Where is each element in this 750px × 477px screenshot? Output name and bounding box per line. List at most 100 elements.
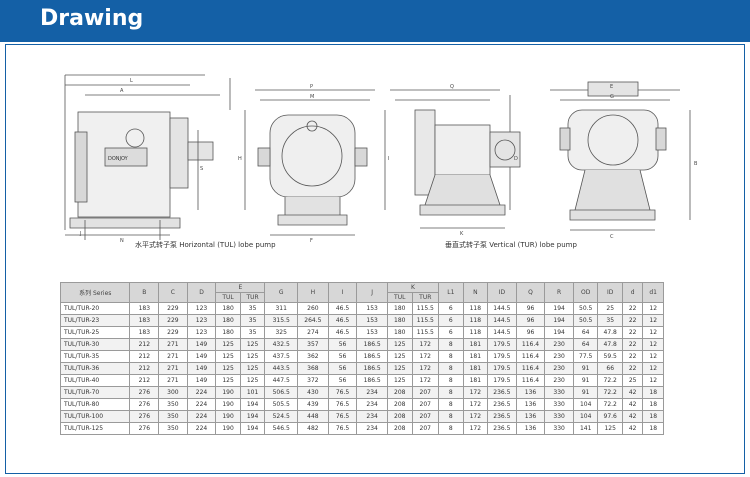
table-cell: 430 [297,386,329,399]
table-cell: 207 [411,410,440,423]
table-cell: 125 [239,374,266,387]
table-cell: 194 [239,422,266,435]
table-cell: 362 [297,350,329,363]
table-cell: 64 [572,326,599,339]
table-cell: 104 [572,398,599,411]
table-cell: 8 [438,374,464,387]
table-cell: 18 [642,386,664,399]
table-cell: 437.5 [264,350,299,363]
table-cell: 125 [597,422,623,435]
table-cell: 141 [572,422,599,435]
table-cell: 224 [186,398,217,411]
dim-letter: S [200,166,203,172]
table-cell: 8 [438,338,464,351]
table-cell: 506.5 [264,386,299,399]
table-cell: 311 [264,302,299,315]
table-cell: 125 [386,362,413,375]
header-cell: G [264,282,299,303]
table-cell: 153 [356,314,388,327]
table-cell: 136 [515,386,546,399]
table-cell: 212 [129,374,160,387]
table-cell: 230 [544,374,574,387]
table-cell: 6 [438,314,464,327]
table-cell: 50.5 [572,314,599,327]
table-cell: 276 [129,422,160,435]
table-cell: 172 [411,338,440,351]
header-cell: ID [597,282,623,303]
table-cell: 56 [327,350,358,363]
table-cell: 123 [186,326,217,339]
header-cell: K [386,282,440,293]
table-cell: 234 [356,422,388,435]
table-cell: 123 [186,314,217,327]
horizontal-pump-caption: 水平式转子泵 Horizontal (TUL) lobe pump [135,241,276,249]
table-cell: 330 [544,410,574,423]
technical-drawings: L A N S P M H I F Q D K E G B C J DONJOY [40,70,720,260]
table-cell: 56 [327,374,358,387]
table-cell: 236.5 [487,410,517,423]
table-cell: 236.5 [487,398,517,411]
dim-letter: G [610,94,614,100]
table-cell: 172 [462,386,489,399]
table-cell: 207 [411,422,440,435]
table-cell: 330 [544,422,574,435]
dimension-table: 系列 Series B C D E G H I J K L1 N ID Q R … [59,282,664,435]
table-cell: 194 [544,302,574,315]
dim-letter: D [514,156,518,162]
table-cell: 224 [186,422,217,435]
table-cell: 183 [129,326,160,339]
series-cell: TUL/TUR-20 [59,302,131,315]
subheader-cell: TUR [411,292,440,303]
table-cell: 76.5 [327,410,358,423]
table-cell: 330 [544,398,574,411]
table-cell: 22 [621,326,644,339]
table-cell: 271 [158,338,188,351]
table-cell: 505.5 [264,398,299,411]
table-cell: 179.5 [487,362,517,375]
table-cell: 357 [297,338,329,351]
table-cell: 46.5 [327,314,358,327]
table-cell: 12 [642,302,664,315]
series-cell: TUL/TUR-40 [59,374,131,387]
table-cell: 482 [297,422,329,435]
table-cell: 186.5 [356,338,388,351]
dim-letter: C [610,234,614,240]
dim-letter: F [310,238,313,244]
table-cell: 271 [158,362,188,375]
nameplate-logo: DONJOY [108,156,129,162]
table-cell: 276 [129,410,160,423]
pump-drawings-svg: L A N S P M H I F Q D K E G B C J DONJOY [64,74,698,244]
table-cell: 208 [386,398,413,411]
subheader-cell: TUL [215,292,241,303]
table-cell: 125 [239,350,266,363]
table-cell: 276 [129,386,160,399]
table-cell: 125 [386,350,413,363]
table-cell: 22 [621,350,644,363]
table-cell: 8 [438,386,464,399]
vertical-front-view [550,81,691,231]
table-cell: 315.5 [264,314,299,327]
table-cell: 125 [386,374,413,387]
table-cell: 190 [215,386,241,399]
series-cell: TUL/TUR-125 [59,422,131,435]
table-cell: 6 [438,302,464,315]
table-cell: 116.4 [515,362,546,375]
table-cell: 72.2 [597,398,623,411]
table-cell: 46.5 [327,302,358,315]
table-cell: 172 [411,362,440,375]
table-cell: 125 [215,362,241,375]
table-cell: 271 [158,374,188,387]
table-cell: 260 [297,302,329,315]
table-cell: 153 [356,302,388,315]
table-cell: 179.5 [487,338,517,351]
table-cell: 118 [462,326,489,339]
series-cell: TUL/TUR-100 [59,410,131,423]
table-cell: 96 [515,314,546,327]
table-cell: 18 [642,398,664,411]
header-cell: ID [487,282,517,303]
table-cell: 264.5 [297,314,329,327]
vertical-side-view [390,89,521,229]
